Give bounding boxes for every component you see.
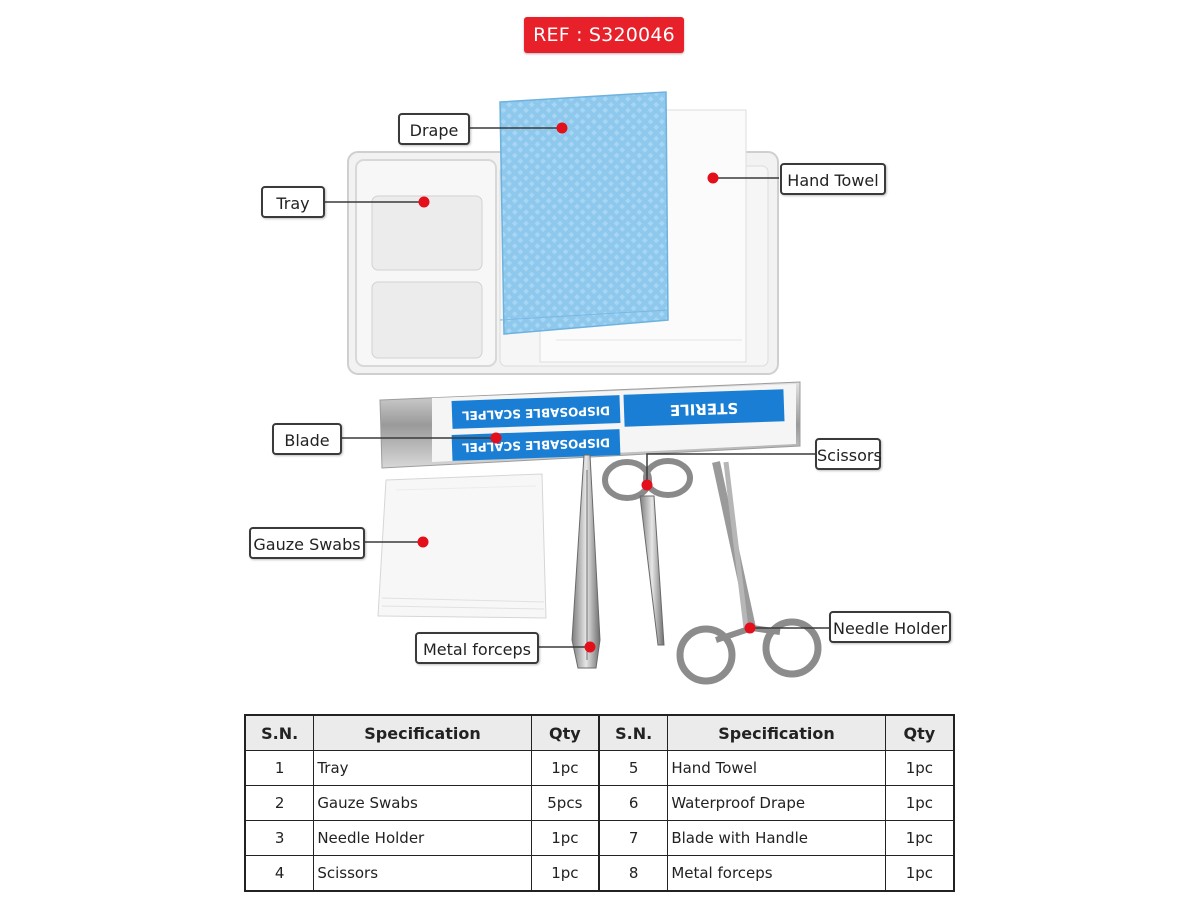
blade-pack-text-upper: DISPOSABLE SCALPEL bbox=[461, 403, 610, 422]
header-spec-left: Specification bbox=[313, 714, 532, 751]
cell-spec: Waterproof Drape bbox=[667, 785, 886, 821]
gauze-swabs-image bbox=[377, 473, 547, 619]
header-sn-right: S.N. bbox=[598, 714, 669, 751]
table-row: 1 Tray 1pc 5 Hand Towel 1pc bbox=[244, 750, 955, 786]
cell-qty: 5pcs bbox=[530, 785, 600, 821]
cell-sn: 2 bbox=[244, 785, 315, 821]
ref-badge: REF : S320046 bbox=[524, 17, 684, 53]
scissors-marker bbox=[641, 479, 653, 491]
needle-holder-marker bbox=[744, 622, 756, 634]
cell-sn: 7 bbox=[598, 820, 669, 856]
cell-qty: 1pc bbox=[884, 855, 955, 892]
drape-image bbox=[499, 91, 669, 335]
callout-tray: Tray bbox=[261, 186, 325, 218]
needle-holder-image bbox=[676, 461, 822, 685]
tray-marker bbox=[418, 196, 430, 208]
cell-sn: 5 bbox=[598, 750, 669, 786]
blade-marker bbox=[490, 432, 502, 444]
callout-blade: Blade bbox=[272, 423, 342, 455]
blade-pack-image: DISPOSABLE SCALPEL STERILE DISPOSABLE SC… bbox=[379, 381, 801, 469]
cell-qty: 1pc bbox=[530, 855, 600, 892]
cell-sn: 8 bbox=[598, 855, 669, 892]
callout-needle-holder: Needle Holder bbox=[829, 611, 951, 643]
callout-hand-towel: Hand Towel bbox=[780, 163, 886, 195]
cell-sn: 3 bbox=[244, 820, 315, 856]
table-header-row: S.N. Specification Qty S.N. Specificatio… bbox=[244, 714, 955, 751]
header-qty-left: Qty bbox=[530, 714, 600, 751]
cell-spec: Blade with Handle bbox=[667, 820, 886, 856]
cell-qty: 1pc bbox=[530, 750, 600, 786]
cell-qty: 1pc bbox=[884, 750, 955, 786]
cell-spec: Tray bbox=[313, 750, 532, 786]
drape-marker bbox=[556, 122, 568, 134]
header-sn-left: S.N. bbox=[244, 714, 315, 751]
header-qty-right: Qty bbox=[884, 714, 955, 751]
metal-forceps-image bbox=[571, 454, 601, 669]
cell-spec: Metal forceps bbox=[667, 855, 886, 892]
blade-pack-text-sterile: STERILE bbox=[670, 399, 739, 419]
gauze-marker bbox=[417, 536, 429, 548]
leader-lines bbox=[325, 127, 829, 648]
product-photo: DISPOSABLE SCALPEL STERILE DISPOSABLE SC… bbox=[325, 91, 829, 685]
specification-table: S.N. Specification Qty S.N. Specificatio… bbox=[244, 714, 955, 892]
cell-spec: Gauze Swabs bbox=[313, 785, 532, 821]
cell-spec: Needle Holder bbox=[313, 820, 532, 856]
cell-sn: 4 bbox=[244, 855, 315, 892]
table-row: 4 Scissors 1pc 8 Metal forceps 1pc bbox=[244, 855, 955, 892]
callout-drape: Drape bbox=[398, 113, 470, 145]
hand-towel-marker bbox=[707, 172, 719, 184]
header-spec-right: Specification bbox=[667, 714, 886, 751]
marker-dots bbox=[417, 122, 756, 653]
cell-qty: 1pc bbox=[530, 820, 600, 856]
cell-qty: 1pc bbox=[884, 820, 955, 856]
callout-scissors: Scissors bbox=[815, 438, 882, 470]
cell-spec: Hand Towel bbox=[667, 750, 886, 786]
cell-sn: 6 bbox=[598, 785, 669, 821]
callout-gauze-swabs: Gauze Swabs bbox=[249, 527, 365, 559]
table-row: 3 Needle Holder 1pc 7 Blade with Handle … bbox=[244, 820, 955, 856]
cell-sn: 1 bbox=[244, 750, 315, 786]
forceps-marker bbox=[584, 641, 596, 653]
callout-metal-forceps: Metal forceps bbox=[415, 632, 539, 664]
table-row: 2 Gauze Swabs 5pcs 6 Waterproof Drape 1p… bbox=[244, 785, 955, 821]
cell-qty: 1pc bbox=[884, 785, 955, 821]
cell-spec: Scissors bbox=[313, 855, 532, 892]
